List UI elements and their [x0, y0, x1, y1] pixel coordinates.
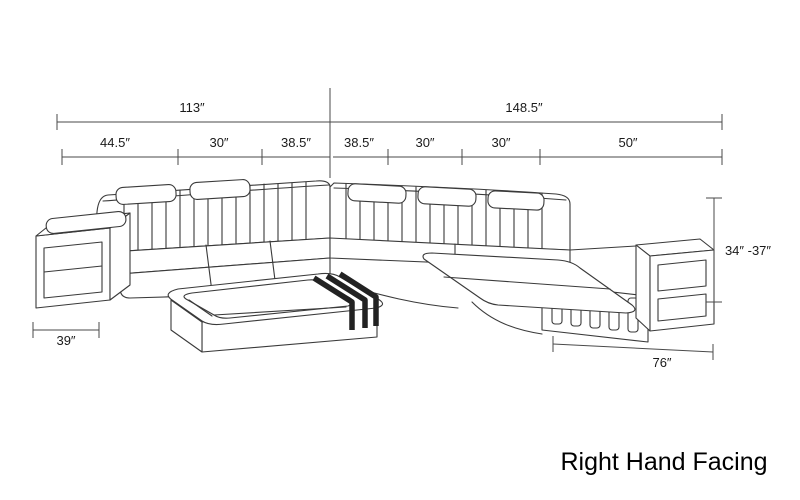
dim-segment-widths — [61, 149, 723, 165]
headrest-cushion — [417, 186, 477, 207]
dim-top-overall-widths — [56, 88, 723, 178]
dim-label-left-seg-2: 30″ — [209, 135, 228, 150]
dim-label-right-seg-1: 38.5″ — [344, 135, 374, 150]
dim-label-left-seg-1: 44.5″ — [100, 135, 130, 150]
headrest-cushion — [347, 183, 407, 204]
dim-side-table-depth — [32, 322, 100, 338]
left-back-channel-stitching — [123, 181, 307, 252]
dim-label-chaise-length: 76″ — [652, 355, 671, 370]
dim-label-side-table-depth: 39″ — [56, 333, 75, 348]
coffee-table-stripes — [312, 271, 379, 330]
sofa-illustration — [35, 179, 715, 353]
dim-label-right-total: 148.5″ — [505, 100, 543, 115]
dim-label-height-range: 34″ -37″ — [725, 243, 771, 258]
right-back-section — [329, 182, 571, 251]
headrest-cushion — [487, 190, 545, 211]
right-arm-console — [569, 238, 715, 332]
dim-label-right-seg-2: 30″ — [415, 135, 434, 150]
dimension-annotations — [32, 88, 723, 360]
dim-label-left-seg-3: 38.5″ — [281, 135, 311, 150]
dim-height-range — [706, 197, 722, 303]
dim-label-right-seg-4: 50″ — [618, 135, 637, 150]
headrest-cushion — [115, 184, 177, 205]
left-side-table — [35, 211, 131, 309]
dim-label-left-total: 113″ — [179, 100, 205, 115]
chaise-cushion — [422, 252, 636, 335]
headrest-cushion — [189, 179, 251, 200]
dim-label-right-seg-3: 30″ — [491, 135, 510, 150]
dim-chaise-length — [552, 336, 714, 360]
arm-pad-cushion — [45, 211, 127, 234]
orientation-caption: Right Hand Facing — [560, 448, 767, 476]
left-back-section — [96, 179, 331, 253]
coffee-table — [167, 271, 384, 353]
